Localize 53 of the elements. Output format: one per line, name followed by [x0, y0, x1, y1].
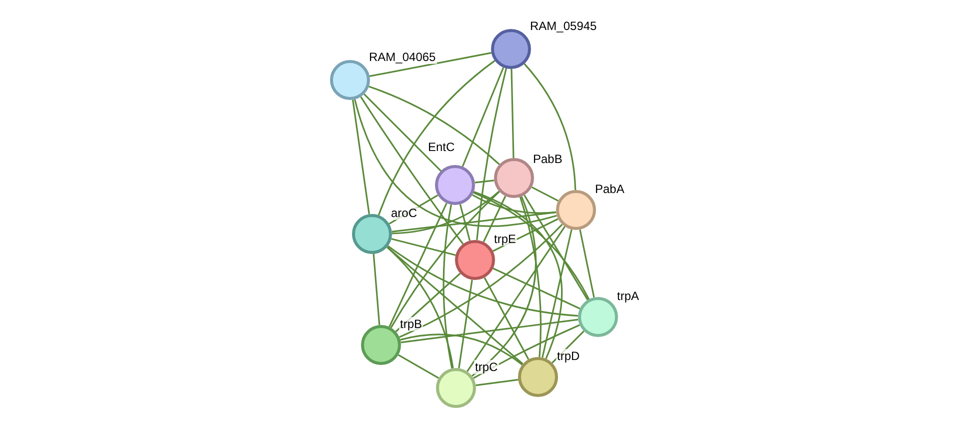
node-label: PabB: [532, 152, 564, 166]
interaction-line: [386, 246, 454, 368]
node-label: trpB: [399, 317, 424, 331]
node-label: RAM_04065: [368, 50, 437, 64]
interaction-line: [360, 96, 464, 244]
interaction-line: [474, 180, 494, 184]
interaction-line: [472, 196, 537, 377]
interaction-line: [462, 67, 504, 167]
interaction-line: [388, 202, 448, 328]
interaction-line: [392, 212, 556, 232]
interaction-line: [492, 268, 580, 310]
node-label: PabA: [594, 182, 626, 196]
node-label: trpA: [616, 289, 640, 303]
interaction-line: [386, 246, 524, 364]
interaction-line: [459, 204, 471, 241]
interaction-line: [398, 354, 439, 379]
interaction-line: [476, 68, 507, 240]
interaction-line: [400, 334, 523, 366]
interaction-line: [390, 191, 500, 328]
interaction-line: [458, 280, 473, 368]
interaction-line: [399, 224, 563, 338]
interaction-line: [579, 229, 595, 298]
node-label: trpC: [474, 360, 499, 374]
interaction-line: [372, 254, 380, 326]
interaction-line: [484, 277, 530, 360]
interaction-line: [364, 94, 442, 172]
node-label: trpD: [556, 349, 581, 363]
node-label: aroC: [390, 206, 418, 220]
node-label: RAM_05945: [529, 19, 598, 33]
interaction-line: [473, 192, 590, 300]
interaction-line: [378, 60, 496, 216]
interaction-line: [352, 100, 370, 214]
interaction-line: [354, 99, 557, 227]
interaction-line: [482, 196, 506, 242]
interaction-line: [476, 378, 518, 386]
interaction-line: [442, 204, 453, 369]
interaction-line: [531, 186, 559, 202]
interaction-line: [524, 194, 588, 300]
interaction-line: [369, 52, 492, 77]
interaction-line: [391, 238, 456, 256]
interaction-line: [400, 318, 578, 344]
interaction-line: [474, 190, 562, 359]
interaction-line: [388, 245, 578, 317]
interaction-line: [519, 196, 542, 358]
interaction-line: [368, 86, 500, 165]
interaction-line: [392, 190, 500, 234]
interaction-line: [524, 63, 576, 190]
node-label: trpE: [493, 232, 518, 246]
interaction-line: [510, 68, 514, 158]
node-label: EntC: [427, 140, 456, 154]
interaction-line: [466, 226, 566, 372]
interaction-line: [542, 229, 572, 358]
interaction-line: [472, 194, 556, 214]
